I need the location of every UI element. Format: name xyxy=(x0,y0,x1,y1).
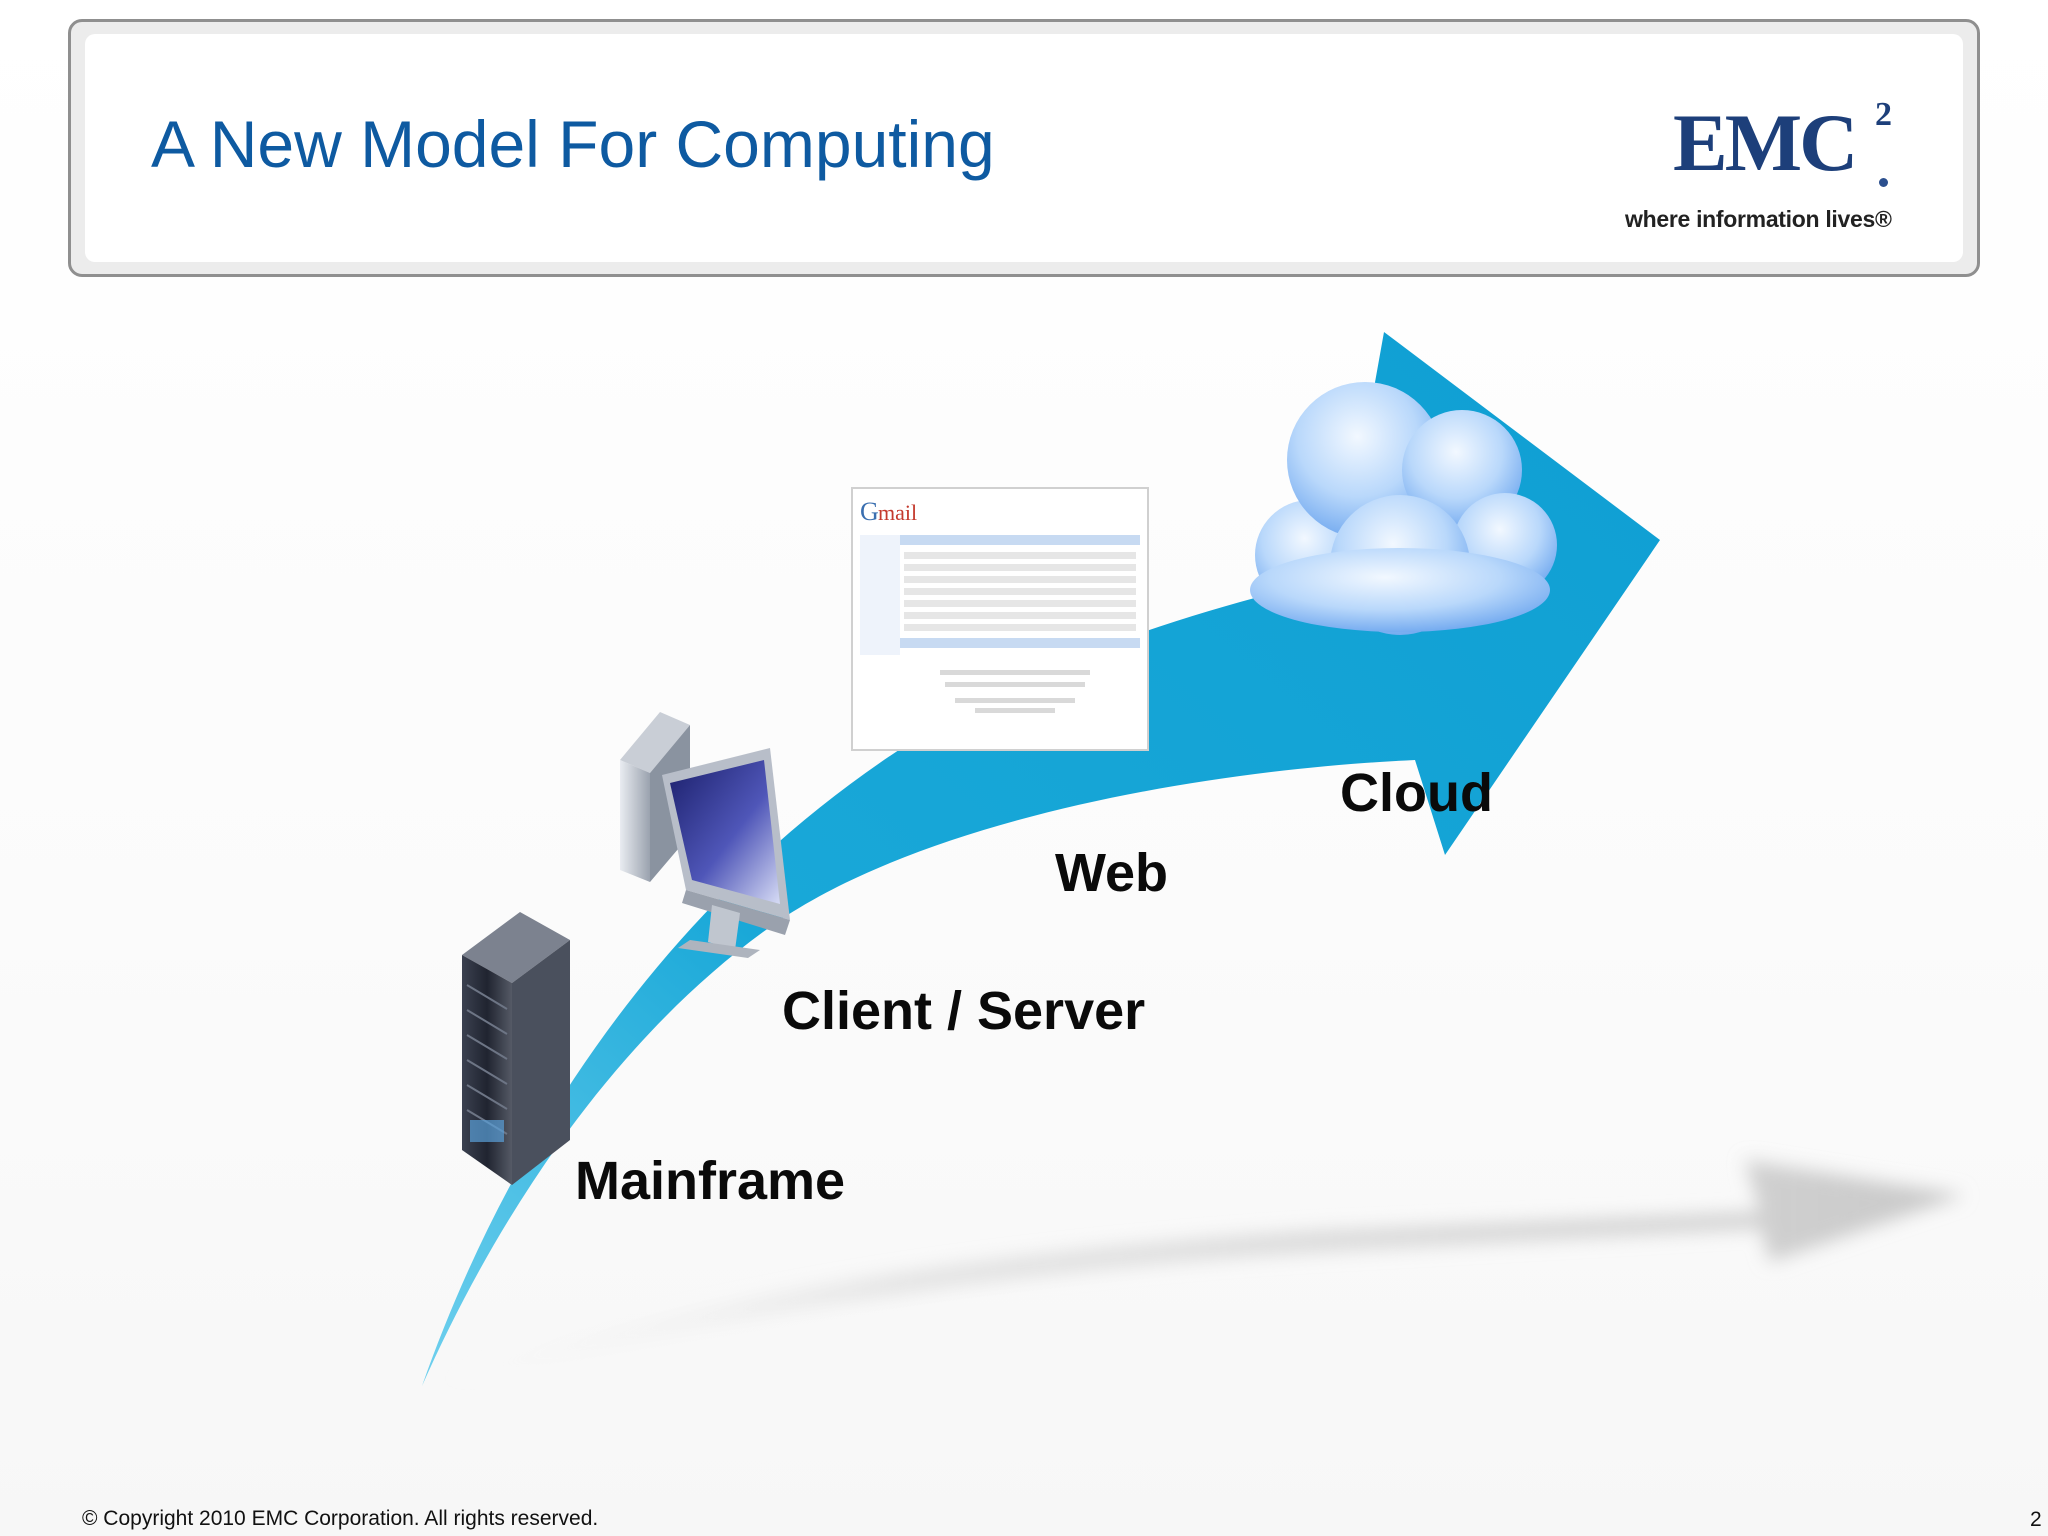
logo-superscript: 2 xyxy=(1875,96,1892,133)
stage-label-mainframe: Mainframe xyxy=(575,1151,846,1211)
stage-label-web: Web xyxy=(1055,843,1169,903)
webmail-screenshot-icon: G mail xyxy=(851,487,1149,751)
floor-shadow-arrow xyxy=(430,1160,1965,1385)
copyright-notice: © Copyright 2010 EMC Corporation. All ri… xyxy=(82,1507,599,1530)
logo-mark: EMC xyxy=(1673,97,1858,188)
cloud-icon xyxy=(1250,382,1557,635)
header-panel: A New Model For Computing EMC 2 where in… xyxy=(85,34,1963,262)
svg-text:mail: mail xyxy=(878,500,917,525)
server-rack-icon xyxy=(462,912,570,1185)
desktop-computer-icon xyxy=(620,712,790,958)
stage-label-client-server: Client / Server xyxy=(782,981,1146,1041)
svg-text:G: G xyxy=(860,497,879,526)
page-number: 2 xyxy=(2030,1508,2042,1531)
logo-tagline: where information lives® xyxy=(1625,206,1892,232)
stage-label-cloud: Cloud xyxy=(1340,763,1493,823)
slide-title: A New Model For Computing xyxy=(151,107,995,181)
header-banner: A New Model For Computing EMC 2 where in… xyxy=(68,19,1980,277)
logo-registered-dot xyxy=(1879,178,1888,187)
emc-logo: EMC 2 where information lives® xyxy=(1625,94,1945,234)
